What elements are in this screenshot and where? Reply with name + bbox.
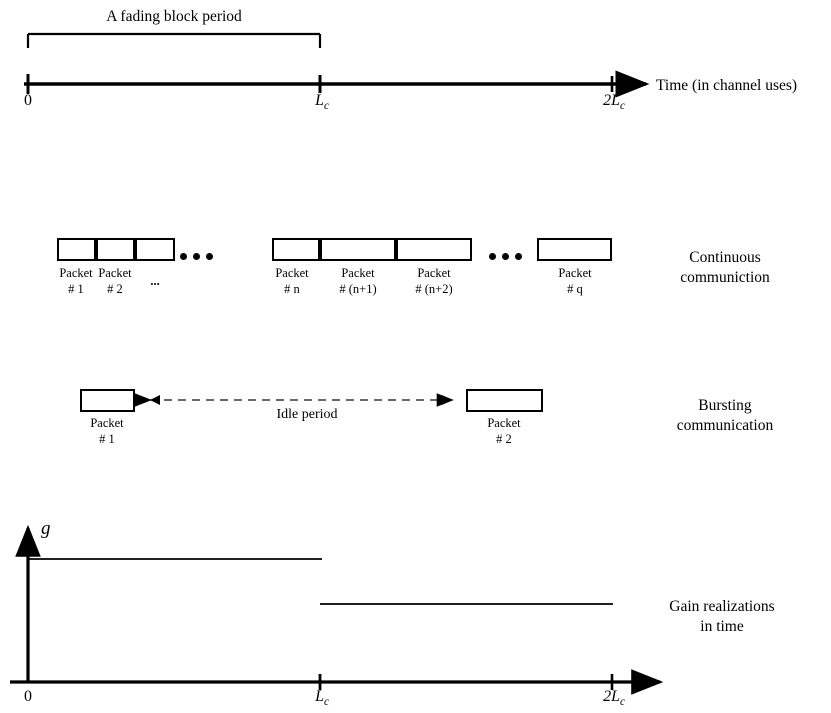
gain-plot-axes [10,524,664,695]
packet-label-n2: Packet # (n+2) [415,266,452,297]
packet-label-1: Packet # 1 [59,266,92,297]
tick-text-0: 0 [24,92,32,109]
burst-packet-label-2-line1: Packet [487,416,521,430]
packet-label-n1: Packet # (n+1) [339,266,376,297]
packet-label-3-ellipsis: ... [150,274,160,288]
packet-box-n2[interactable] [396,238,472,261]
packet-box-3[interactable] [135,238,175,261]
packet-box-n1[interactable] [320,238,396,261]
packet-box-q[interactable] [537,238,612,261]
packet-label-1-line1: Packet [59,266,93,280]
row-label-gain-line2: in time [700,618,744,636]
ellipsis-icon-left [180,253,213,260]
tick-label-lc: Lc [315,92,329,113]
row-label-bursting: Bursting communication [677,396,773,436]
tick-label-0: 0 [24,92,32,110]
burst-packet-box-2[interactable] [466,389,543,412]
gain-trace [28,558,613,605]
packet-label-n1-line1: Packet [341,266,375,280]
packet-label-n2-line2: # (n+2) [415,281,453,296]
gain-tick-label-2lc: 2Lc [603,688,625,709]
burst-packet-label-2-line2: # 2 [496,431,512,446]
burst-packet-label-1-line1: Packet [90,416,124,430]
idle-period-label: Idle period [276,407,338,422]
packet-label-n: Packet # n [275,266,308,297]
gain-tick-label-0: 0 [24,688,32,706]
top-time-axis [24,70,650,98]
packet-label-q: Packet # q [558,266,591,297]
packet-box-n[interactable] [272,238,320,261]
row-label-continuous-line2: communiction [680,269,770,287]
fading-block-bracket [26,32,322,48]
packet-label-q-line1: Packet [558,266,592,280]
packet-box-2[interactable] [96,238,135,261]
burst-packet-label-1: Packet # 1 [90,416,123,447]
row-label-gain: Gain realizations in time [669,597,774,637]
packet-label-1-line2: # 1 [68,281,84,296]
packet-label-n-line2: # n [284,281,300,296]
burst-packet-label-2: Packet # 2 [487,416,520,447]
row-label-bursting-line2: communication [676,417,774,435]
row-label-continuous-line1: Continuous [689,249,761,266]
row-label-bursting-line1: Bursting [698,397,752,414]
packet-label-n1-line2: # (n+1) [339,281,377,296]
fading-block-period-label: A fading block period [106,8,242,25]
ellipsis-icon-right [489,253,522,260]
gain-tick-text-0: 0 [24,688,32,705]
gain-tick-label-lc: Lc [315,688,329,709]
packet-label-q-line2: # q [567,281,583,296]
tick-label-2lc: 2Lc [603,92,625,113]
row-label-gain-line1: Gain realizations [669,598,775,615]
gain-axis-label: g [41,518,51,539]
packet-label-n2-line1: Packet [417,266,451,280]
packet-box-1[interactable] [57,238,96,261]
packet-label-2-line1: Packet [98,266,132,280]
packet-label-n-line1: Packet [275,266,309,280]
packet-label-2: Packet # 2 [98,266,131,297]
time-axis-label: Time (in channel uses) [656,77,798,94]
burst-packet-label-1-line2: # 1 [99,431,115,446]
packet-label-2-line2: # 2 [107,281,123,296]
row-label-continuous: Continuous communiction [680,248,770,288]
idle-period-arrow [134,393,454,407]
burst-packet-box-1[interactable] [80,389,135,412]
